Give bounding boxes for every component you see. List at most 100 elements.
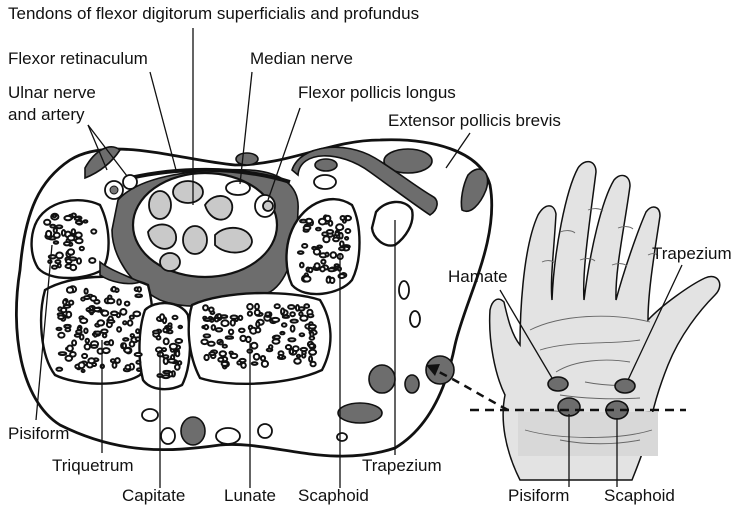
trabecula bbox=[218, 314, 222, 318]
trabecula bbox=[239, 316, 243, 320]
trabecula bbox=[126, 365, 131, 369]
trabecula bbox=[204, 319, 211, 321]
trabecula bbox=[91, 229, 96, 233]
trabecula bbox=[86, 339, 89, 343]
trabecula bbox=[301, 348, 307, 351]
trabecula bbox=[130, 342, 135, 347]
trabecula bbox=[311, 362, 316, 367]
trabecula bbox=[304, 226, 311, 230]
median-nerve bbox=[226, 181, 250, 195]
trabecula bbox=[204, 355, 208, 360]
trabecula bbox=[314, 249, 320, 255]
trabecula bbox=[316, 228, 321, 231]
hand-pisiform-bone bbox=[558, 398, 580, 416]
trabecula bbox=[299, 312, 302, 315]
trabecula bbox=[281, 308, 284, 314]
trabecula bbox=[241, 363, 246, 368]
trabecula bbox=[53, 215, 56, 217]
tendon bbox=[149, 191, 171, 219]
trabecula bbox=[85, 289, 88, 294]
trabecula bbox=[82, 370, 85, 372]
trabecula bbox=[297, 355, 300, 357]
trabecula bbox=[248, 312, 252, 316]
trabecula bbox=[240, 336, 245, 341]
trabecula bbox=[300, 333, 305, 336]
trabecula bbox=[283, 316, 289, 318]
label-hand-pisiform: Pisiform bbox=[508, 486, 569, 505]
trabecula bbox=[317, 246, 322, 248]
trabecula bbox=[64, 242, 70, 245]
trabecula bbox=[77, 258, 81, 263]
trabecula bbox=[218, 358, 223, 362]
trabecula bbox=[296, 305, 299, 311]
trabecula bbox=[255, 310, 260, 315]
trabecula bbox=[288, 338, 295, 341]
trabecula bbox=[89, 310, 95, 312]
trabecula bbox=[52, 266, 57, 269]
trabecula bbox=[123, 338, 128, 341]
label-hand-scaphoid: Scaphoid bbox=[604, 486, 675, 505]
trabecula bbox=[272, 318, 279, 322]
label-flexor-retinaculum: Flexor retinaculum bbox=[8, 49, 148, 68]
trabecula bbox=[128, 320, 133, 325]
trabecula bbox=[67, 346, 73, 352]
trabecula bbox=[137, 368, 141, 371]
trabecula bbox=[89, 258, 95, 263]
trabecula bbox=[208, 342, 215, 346]
trabecula bbox=[50, 225, 55, 228]
trabecula bbox=[56, 253, 63, 259]
trabecula bbox=[229, 330, 233, 335]
trabecula bbox=[328, 268, 334, 271]
label-flexor-pollicis-longus: Flexor pollicis longus bbox=[298, 83, 456, 102]
trabecula bbox=[275, 304, 280, 308]
trabecula bbox=[69, 301, 73, 305]
hand-trapezium-bone bbox=[615, 379, 635, 393]
trabecula bbox=[221, 320, 228, 326]
tendon bbox=[160, 253, 180, 271]
trabecula bbox=[168, 359, 175, 363]
trabecula bbox=[84, 220, 88, 222]
trabecula bbox=[164, 339, 169, 345]
trabecula bbox=[49, 255, 56, 258]
trabecula bbox=[78, 327, 81, 330]
trabecula bbox=[335, 264, 339, 266]
trabecula bbox=[333, 238, 339, 242]
trabecula bbox=[91, 345, 97, 348]
label-tendons: Tendons of flexor digitorum superficiali… bbox=[8, 4, 419, 23]
trabecula bbox=[56, 368, 62, 371]
trabecula bbox=[44, 220, 50, 225]
trabecula bbox=[111, 312, 118, 316]
trabecula bbox=[274, 336, 280, 339]
trabecula bbox=[81, 298, 85, 301]
trabecula bbox=[65, 328, 70, 331]
trabecula bbox=[168, 323, 171, 326]
trabecula bbox=[156, 348, 162, 352]
trabecula bbox=[327, 230, 333, 234]
trabecula bbox=[300, 263, 304, 268]
trabecula bbox=[108, 320, 115, 323]
trabecula bbox=[109, 340, 113, 345]
trabecula bbox=[163, 328, 167, 332]
trabecula bbox=[335, 232, 338, 236]
wrist-cross-section bbox=[16, 140, 491, 456]
trabecula bbox=[262, 361, 268, 367]
trabecula bbox=[125, 302, 130, 306]
trabecula bbox=[321, 260, 325, 264]
trabecula bbox=[101, 330, 107, 334]
trabecula bbox=[204, 334, 211, 337]
trabecula bbox=[291, 320, 298, 323]
trabecula bbox=[59, 352, 66, 355]
label-hand-hamate: Hamate bbox=[448, 267, 508, 286]
trabecula bbox=[309, 268, 313, 273]
trabecula bbox=[120, 309, 126, 315]
trabecula bbox=[70, 257, 77, 260]
trabecula bbox=[266, 312, 271, 315]
tendon-core bbox=[263, 201, 273, 211]
trabecula bbox=[320, 267, 325, 272]
trabecula bbox=[309, 325, 316, 329]
trabecula bbox=[204, 325, 208, 329]
trabecula bbox=[75, 217, 80, 220]
trabecula bbox=[254, 354, 260, 360]
trabecula bbox=[95, 332, 101, 335]
